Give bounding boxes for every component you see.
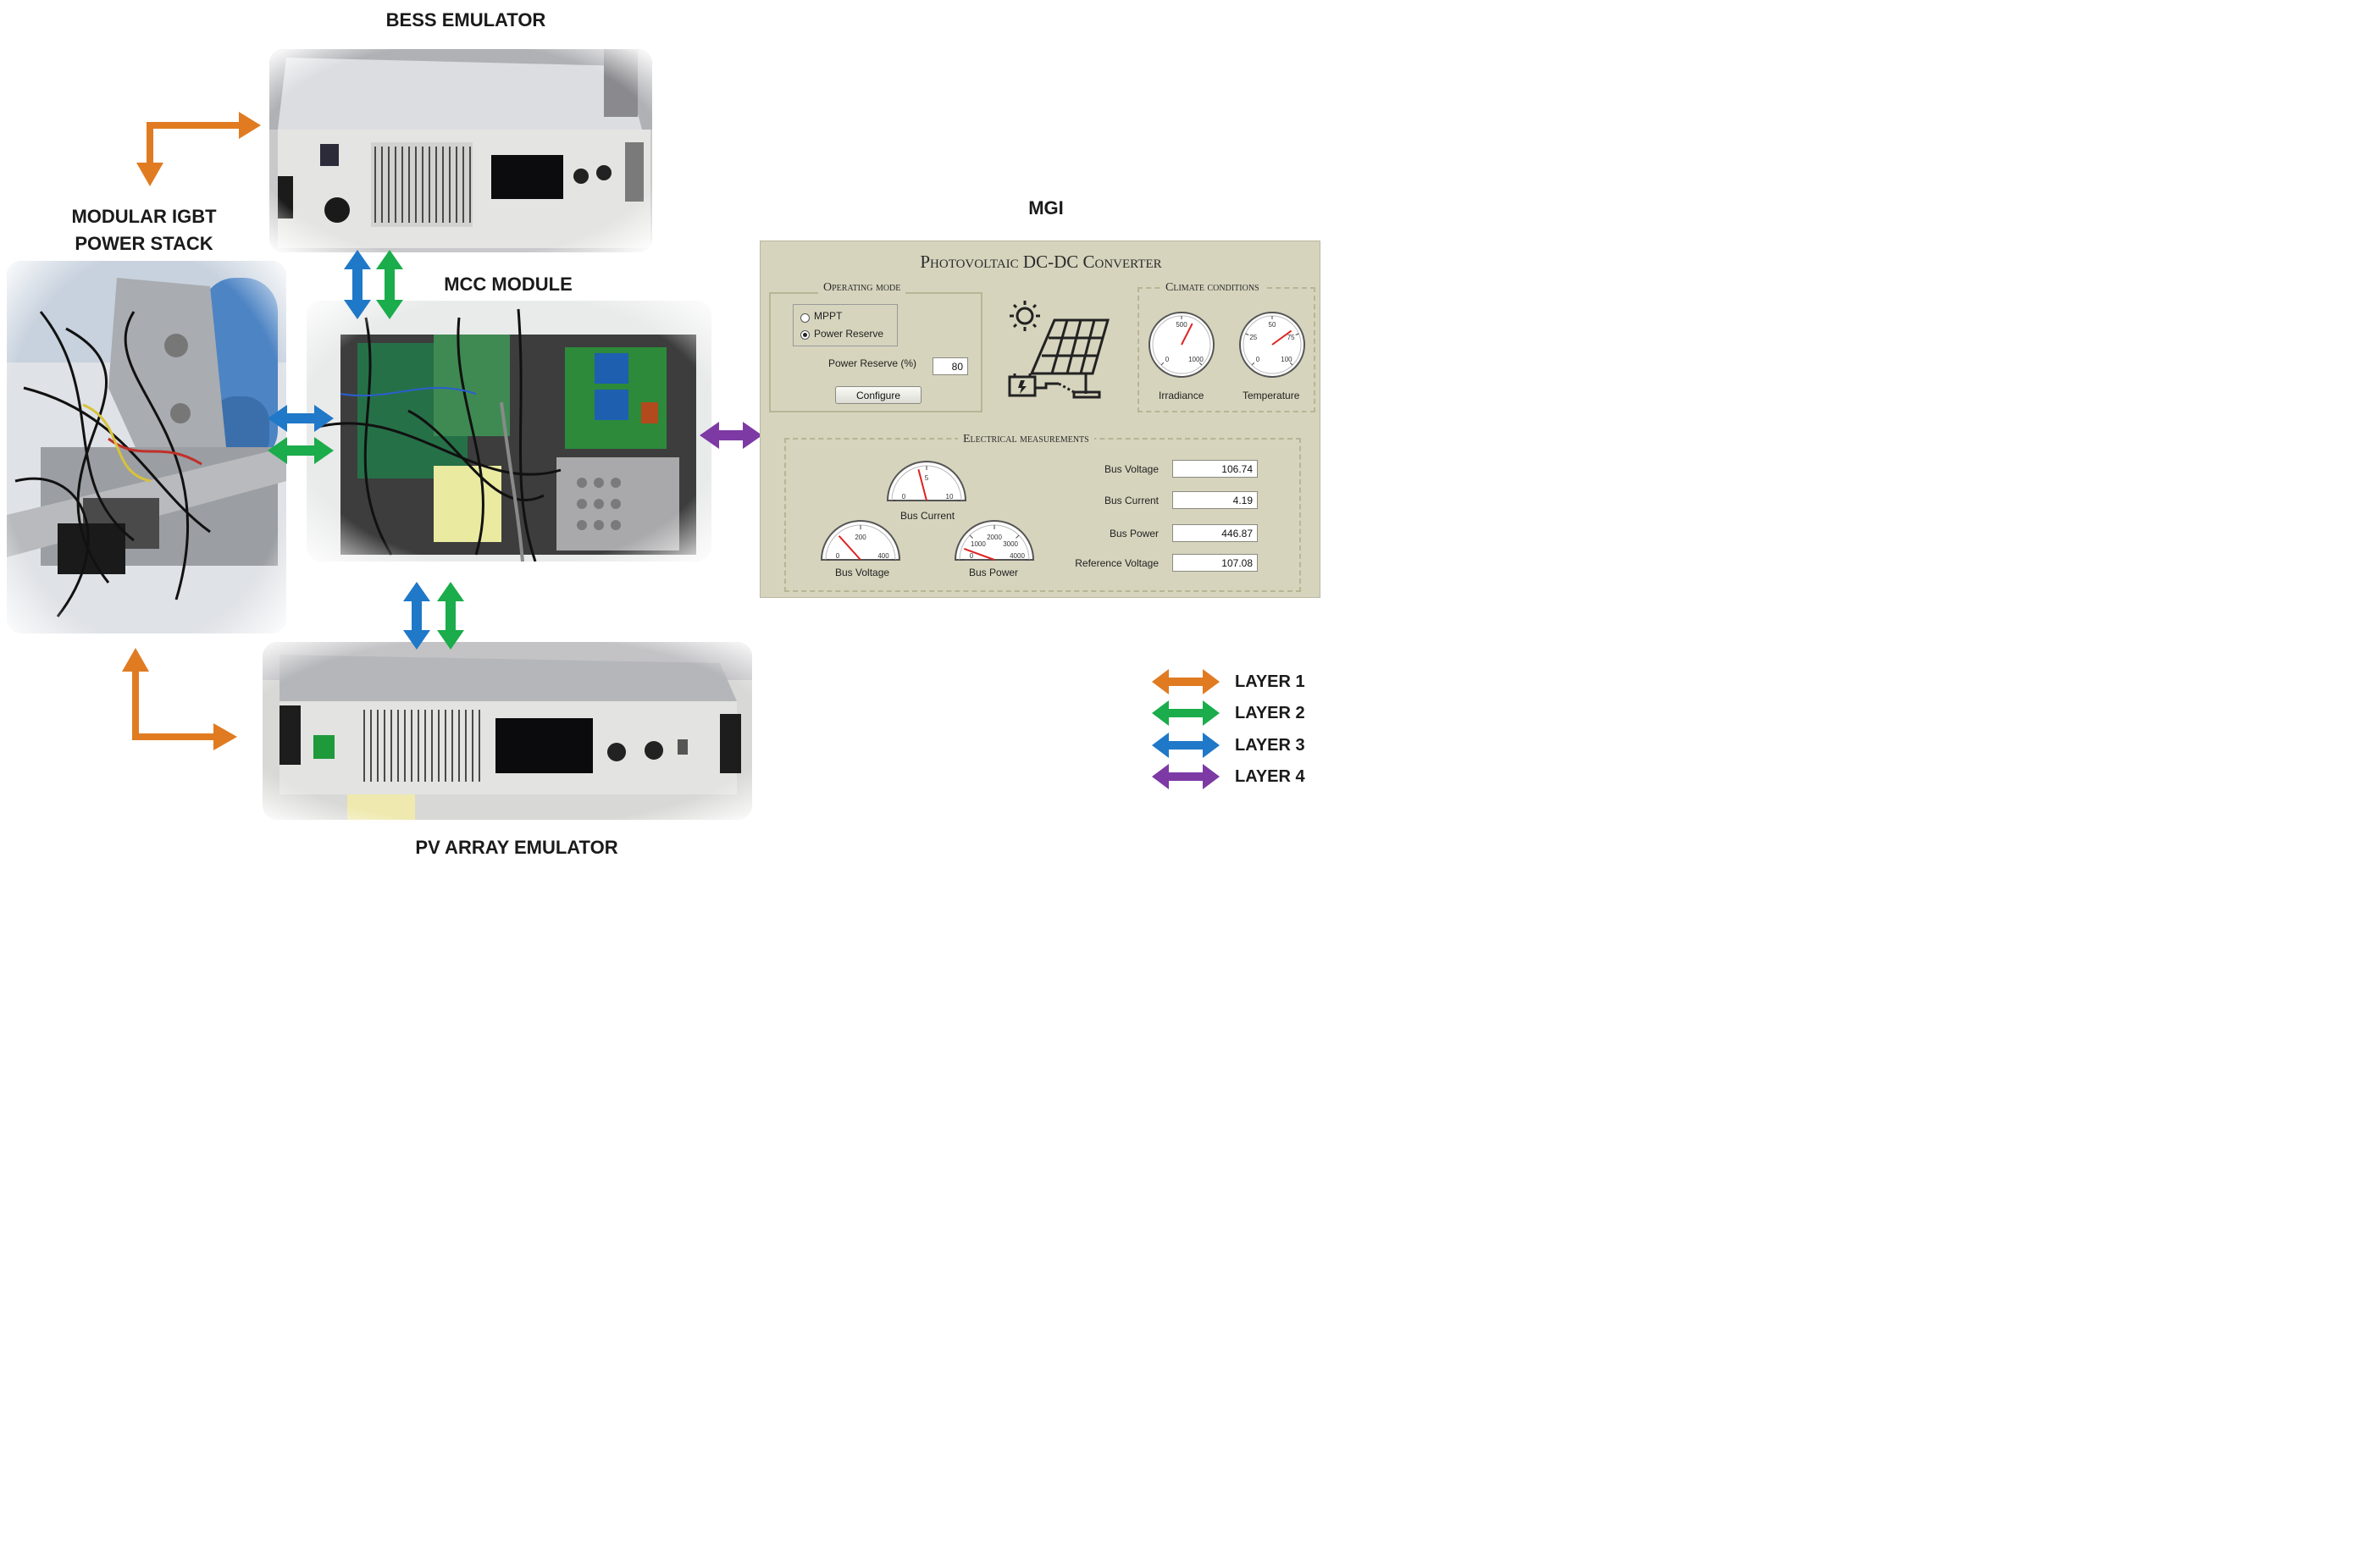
legend-label-layer-2: LAYER 2 — [1235, 704, 1305, 722]
temperature-tick-label-3: 75 — [1287, 334, 1295, 341]
pv-array-emulator-photo — [263, 642, 752, 820]
igbt-label-line2: POWER STACK — [75, 233, 213, 254]
layer1-arrow-pv-igbt — [122, 648, 237, 750]
legend-label-layer-4: LAYER 4 — [1235, 767, 1305, 786]
bus-current-tick-label-1: 5 — [925, 474, 929, 482]
power-reserve-radio[interactable] — [800, 330, 810, 340]
bus-power-tick-1 — [969, 534, 973, 539]
layer3-arrow-igbt-mcc — [268, 405, 334, 432]
climate-title: Climate conditions — [1160, 281, 1265, 295]
bus-power-tick-label-2: 2000 — [987, 534, 1002, 541]
bus-power-gauge-label: Bus Power — [969, 567, 1019, 578]
temperature-tick-label-4: 100 — [1281, 356, 1292, 363]
electrical-title: Electrical measurements — [958, 433, 1094, 446]
bus-current-gauge: 0 5 10 — [884, 456, 969, 504]
readout-label-bus-current: Bus Current — [1104, 495, 1159, 506]
temperature-tick-3 — [1295, 333, 1299, 335]
mcc-module-photo — [307, 301, 711, 562]
irradiance-label: Irradiance — [1159, 390, 1204, 401]
legend-arrow-layer-1 — [1152, 669, 1220, 694]
bess-emulator-photo — [269, 49, 652, 252]
legend-layer-3: LAYER 3 — [1152, 733, 1321, 758]
mgi-panel: Photovoltaic DC-DC Converter Operating m… — [760, 241, 1320, 598]
mcc-module-label: MCC MODULE — [444, 274, 573, 295]
bus-voltage-gauge: 0 200 400 — [818, 516, 903, 563]
bess-emulator-label: BESS EMULATOR — [385, 9, 546, 30]
igbt-power-stack-photo — [7, 261, 286, 633]
mgi-label: MGI — [1028, 197, 1064, 219]
layer1-arrow-bess-igbt — [136, 112, 261, 186]
temperature-tick-1 — [1245, 333, 1249, 335]
operating-mode-title: Operating mode — [818, 281, 906, 295]
mppt-radio[interactable] — [800, 313, 810, 323]
readout-value-bus-power: 446.87 — [1172, 524, 1258, 542]
irradiance-tick-0 — [1160, 362, 1165, 366]
readout-label-bus-power: Bus Power — [1109, 528, 1159, 539]
legend-layer-1: LAYER 1 — [1152, 669, 1321, 694]
bus-voltage-tick-label-1: 200 — [855, 534, 866, 541]
layer3-arrow-bess-mcc — [344, 250, 371, 319]
legend-label-layer-3: LAYER 3 — [1235, 736, 1305, 755]
temperature-gauge: 0 25 50 75 100 — [1237, 309, 1308, 380]
legend-arrow-layer-4 — [1152, 764, 1220, 789]
bus-voltage-needle — [838, 535, 861, 561]
bus-power-needle — [963, 547, 995, 561]
bus-current-tick-label-0: 0 — [902, 493, 906, 501]
legend-arrow-layer-2 — [1152, 700, 1220, 726]
bus-current-needle — [917, 468, 927, 501]
bus-voltage-tick-label-0: 0 — [836, 552, 840, 560]
temperature-tick-label-1: 25 — [1249, 334, 1257, 341]
power-reserve-label: Power Reserve (%) — [828, 357, 917, 369]
bus-voltage-gauge-label: Bus Voltage — [835, 567, 890, 578]
bus-voltage-tick-label-2: 400 — [877, 552, 889, 560]
temperature-tick-label-2: 50 — [1269, 321, 1276, 329]
irradiance-needle — [1181, 323, 1193, 346]
readout-value-bus-voltage: 106.74 — [1172, 460, 1258, 478]
irradiance-tick-label-0: 0 — [1165, 356, 1170, 363]
power-reserve-input[interactable]: 80 — [933, 357, 968, 375]
readout-label-bus-voltage: Bus Voltage — [1104, 463, 1159, 475]
readout-value-reference-voltage: 107.08 — [1172, 554, 1258, 572]
temperature-needle — [1271, 329, 1292, 346]
solar-panel-icon — [1008, 301, 1110, 399]
temperature-tick-4 — [1289, 362, 1293, 366]
layer2-arrow-igbt-mcc — [268, 437, 334, 464]
irradiance-tick-label-2: 1000 — [1188, 356, 1204, 363]
temperature-tick-label-0: 0 — [1256, 356, 1260, 363]
irradiance-gauge: 0 500 1000 — [1146, 309, 1217, 380]
layer3-arrow-mcc-pv — [403, 582, 430, 650]
configure-button[interactable]: Configure — [835, 386, 922, 404]
legend-layer-2: LAYER 2 — [1152, 700, 1321, 726]
irradiance-tick-label-1: 500 — [1176, 321, 1187, 329]
irradiance-tick-2 — [1198, 362, 1203, 366]
bus-power-tick-label-3: 3000 — [1003, 540, 1018, 548]
bus-power-tick-3 — [1016, 534, 1020, 539]
readout-value-bus-current: 4.19 — [1172, 491, 1258, 509]
igbt-label-line1: MODULAR IGBT — [71, 206, 217, 227]
bus-power-tick-label-4: 4000 — [1010, 552, 1025, 560]
power-reserve-option-label: Power Reserve — [814, 328, 884, 340]
mode-radio-group: MPPT Power Reserve — [793, 304, 898, 346]
connection-arrows — [122, 112, 762, 750]
legend-label-layer-1: LAYER 1 — [1235, 672, 1305, 691]
pv-array-emulator-label: PV ARRAY EMULATOR — [415, 837, 618, 858]
bus-power-tick-label-1: 1000 — [971, 540, 986, 548]
readout-label-reference-voltage: Reference Voltage — [1075, 557, 1159, 569]
temperature-label: Temperature — [1243, 390, 1300, 401]
legend-layer-4: LAYER 4 — [1152, 764, 1321, 789]
temperature-tick-0 — [1251, 362, 1255, 366]
mppt-label: MPPT — [814, 310, 843, 322]
layer4-arrow-mcc-mgi — [700, 422, 762, 449]
bus-current-gauge-label: Bus Current — [900, 510, 955, 522]
layer2-arrow-bess-mcc — [376, 250, 403, 319]
bus-current-tick-label-2: 10 — [946, 493, 954, 501]
mgi-panel-title: Photovoltaic DC-DC Converter — [920, 252, 1162, 272]
layer2-arrow-mcc-pv — [437, 582, 464, 650]
bus-power-tick-label-0: 0 — [970, 552, 974, 560]
legend-arrow-layer-3 — [1152, 733, 1220, 758]
